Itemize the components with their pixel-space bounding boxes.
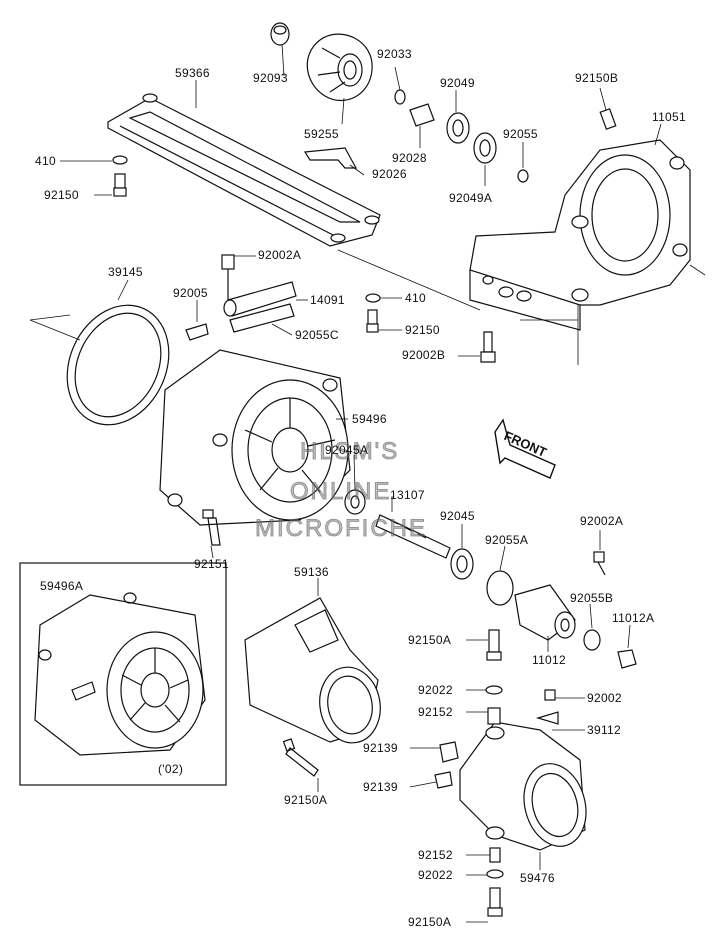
part-label-92022-2: 92022 [418, 868, 453, 882]
part-label-39112: 39112 [587, 723, 621, 737]
cap-part [514, 551, 637, 669]
part-label-92049: 92049 [440, 76, 475, 90]
part-label-11012: 11012 [532, 653, 566, 667]
part-label-92002: 92002 [587, 691, 622, 705]
watermark-line-3: MICROFICHE [255, 515, 427, 543]
part-label-92150A-3: 92150A [408, 915, 452, 929]
part-label-92002A-mid: 92002A [580, 514, 624, 528]
part-label-410-mid: 410 [405, 291, 426, 305]
part-label-59136: 59136 [294, 565, 329, 579]
part-label-59496A: 59496A [40, 579, 84, 593]
part-label-59255: 59255 [304, 127, 339, 141]
part-label-92152-1: 92152 [418, 705, 453, 719]
part-label-13107: 13107 [390, 488, 425, 502]
part-label-92055C: 92055C [295, 328, 339, 342]
part-label-92139-1: 92139 [363, 741, 398, 755]
part-label-92049A: 92049A [449, 191, 493, 205]
sensor-part [185, 254, 297, 341]
nozzle-part [244, 597, 381, 777]
part-label-92152-2: 92152 [418, 848, 453, 862]
watermark-line-1: HLSM'S [299, 438, 400, 466]
liner-ring-part [29, 304, 170, 426]
part-label-410-top: 410 [35, 154, 56, 168]
part-label-92026: 92026 [372, 167, 407, 181]
part-label-92055: 92055 [503, 127, 538, 141]
shaft-part [375, 514, 514, 606]
part-label-92093: 92093 [253, 71, 288, 85]
part-label-59476: 59476 [520, 871, 555, 885]
part-label-92002A-top: 92002A [258, 248, 302, 262]
ride-plate-part [107, 93, 481, 311]
pump-bracket-part [469, 108, 706, 365]
pump-case-part [159, 349, 366, 546]
part-label-11012A: 11012A [612, 611, 655, 625]
part-label-14091: 14091 [310, 293, 345, 307]
part-label-92151: 92151 [194, 557, 229, 571]
leader-lines [60, 43, 662, 923]
part-label-92150-top: 92150 [44, 188, 79, 202]
part-label-92150B: 92150B [575, 71, 619, 85]
part-label-59496: 59496 [352, 412, 387, 426]
part-label-92028: 92028 [392, 151, 427, 165]
part-label-92005: 92005 [173, 286, 208, 300]
variant-year-note: ('02) [158, 762, 184, 776]
part-label-92045A: 92045A [325, 443, 369, 457]
part-label-92045: 92045 [440, 509, 475, 523]
front-arrow-icon [494, 418, 556, 479]
part-label-92033: 92033 [377, 47, 412, 61]
impeller-part [270, 22, 529, 183]
steering-nozzle-part [434, 629, 587, 917]
part-label-39145: 39145 [108, 265, 143, 279]
part-label-92055A: 92055A [485, 533, 529, 547]
part-label-92022-1: 92022 [418, 683, 453, 697]
part-label-92150A-1: 92150A [408, 633, 452, 647]
inset-variant-box [19, 562, 227, 786]
part-label-92002B: 92002B [402, 348, 446, 362]
part-label-92139-2: 92139 [363, 780, 398, 794]
watermark-line-2: ONLINE [289, 478, 392, 506]
part-label-92055B: 92055B [570, 591, 614, 605]
part-label-92150-mid: 92150 [405, 323, 440, 337]
part-label-92150A-2: 92150A [284, 793, 328, 807]
part-label-59366: 59366 [175, 66, 210, 80]
part-label-11051: 11051 [652, 110, 686, 124]
